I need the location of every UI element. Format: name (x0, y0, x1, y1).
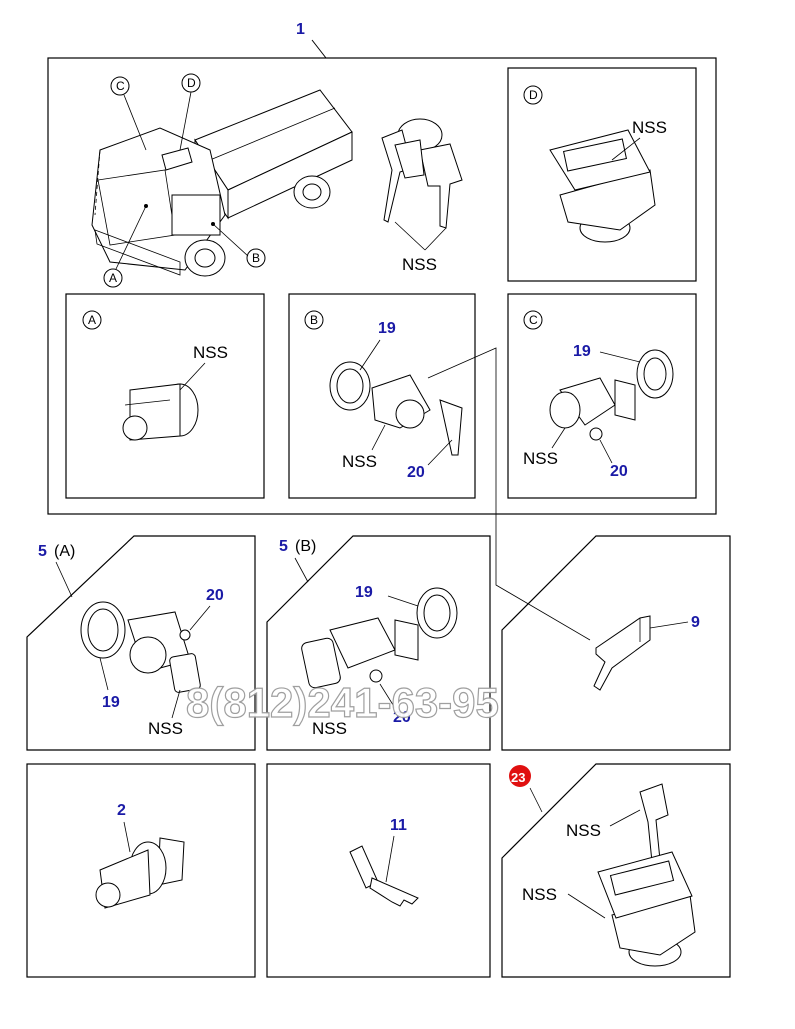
svg-text:A: A (109, 271, 117, 285)
svg-text:B: B (252, 251, 260, 265)
panel-11-frame (266, 763, 491, 978)
group-1-frame (47, 57, 717, 515)
panel-2-frame (26, 763, 256, 978)
callout-20-c[interactable]: 20 (610, 463, 628, 480)
callout-9[interactable]: 9 (691, 614, 700, 631)
callout-23-badge[interactable]: 23 (509, 765, 531, 787)
nss-label-23-key[interactable]: NSS (566, 821, 601, 840)
door-lock-c (549, 349, 674, 441)
nss-label-b[interactable]: NSS (342, 452, 377, 471)
ignition-switch-2 (95, 837, 185, 909)
inset-c-letter: C (523, 310, 543, 330)
truck-letter-b[interactable]: B (212, 223, 266, 268)
nss-label-keys[interactable]: NSS (402, 255, 437, 274)
panel-23-frame (501, 763, 731, 978)
callout-11[interactable]: 11 (390, 817, 407, 834)
svg-text:C: C (529, 313, 538, 327)
truck-illustration (91, 89, 353, 277)
lever-9 (593, 615, 651, 691)
nss-label-a[interactable]: NSS (193, 343, 228, 362)
callout-20-5a[interactable]: 20 (206, 587, 224, 604)
callout-5a[interactable]: 5 (38, 543, 47, 560)
callout-20-5b[interactable]: 20 (393, 709, 411, 726)
svg-text:C: C (116, 79, 125, 93)
callout-20-b[interactable]: 20 (407, 464, 425, 481)
svg-text:D: D (529, 88, 538, 102)
door-lock-5a (80, 601, 201, 693)
inset-b-frame (288, 293, 476, 499)
inset-a-letter: A (82, 310, 102, 330)
callout-5b[interactable]: 5 (279, 538, 288, 555)
key-set-illustration (381, 118, 463, 229)
leader-1 (311, 39, 327, 59)
door-lock-5b (301, 587, 458, 689)
panel-5b-frame (266, 535, 491, 751)
truck-letter-c[interactable]: C (110, 76, 147, 151)
inset-d-frame (507, 67, 697, 282)
truck-letter-d[interactable]: D (179, 73, 201, 151)
door-lock-b (329, 361, 463, 456)
callout-2[interactable]: 2 (117, 802, 126, 819)
svg-text:A: A (88, 313, 96, 327)
lock-cylinder-a (122, 383, 199, 441)
leader-b-to-9 (427, 347, 591, 641)
inset-a-frame (65, 293, 265, 499)
inset-c-frame (507, 293, 697, 499)
callout-5a-suffix[interactable]: (A) (54, 543, 75, 560)
inset-b-letter: B (304, 310, 324, 330)
callout-5b-suffix[interactable]: (B) (295, 538, 316, 555)
fuel-cap-23 (597, 783, 696, 967)
key-11 (349, 845, 419, 907)
fuel-cap-illustration (549, 129, 656, 243)
nss-label-5b[interactable]: NSS (312, 719, 347, 738)
svg-text:D: D (187, 76, 196, 90)
callout-1[interactable]: 1 (296, 21, 305, 38)
callout-19-5b[interactable]: 19 (355, 584, 373, 601)
panel-9-frame (501, 535, 731, 751)
callout-19-b[interactable]: 19 (378, 320, 396, 337)
svg-text:23: 23 (511, 770, 525, 785)
nss-label-5a[interactable]: NSS (148, 719, 183, 738)
nss-label-c[interactable]: NSS (523, 449, 558, 468)
nss-label-23-cap[interactable]: NSS (522, 885, 557, 904)
truck-letter-a[interactable]: A (103, 205, 147, 288)
svg-text:B: B (310, 313, 318, 327)
callout-19-c[interactable]: 19 (573, 343, 591, 360)
panel-5a-frame (26, 535, 256, 751)
nss-label-d[interactable]: NSS (632, 118, 667, 137)
callout-19-5a[interactable]: 19 (102, 694, 120, 711)
leader-nss-keys (394, 221, 426, 251)
inset-d-letter: D (523, 85, 543, 105)
watermark-phone: 8(812)241-63-95 (186, 679, 499, 726)
